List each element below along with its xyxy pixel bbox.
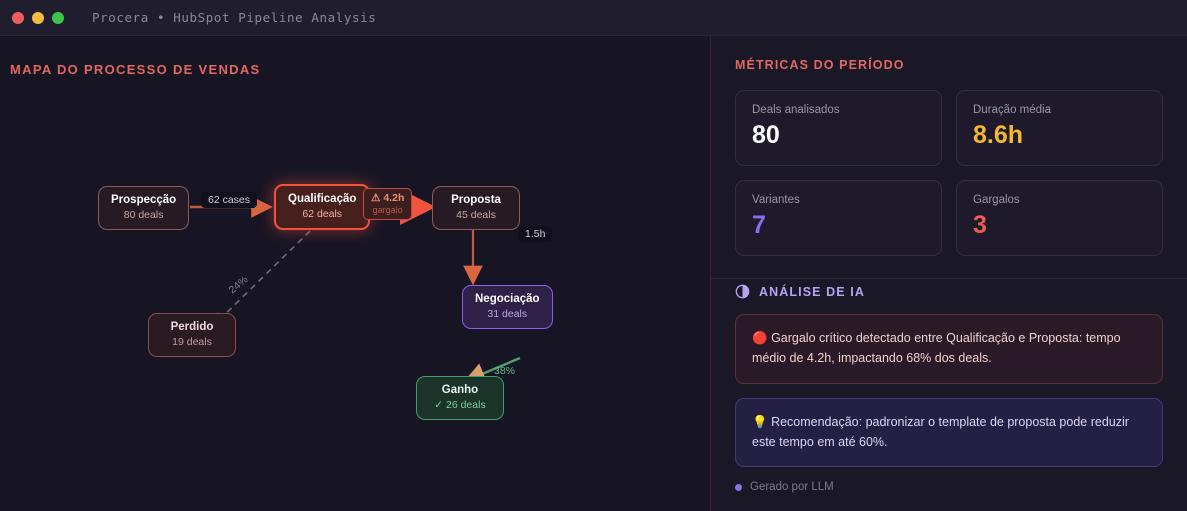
metric-value: 80 [752,121,780,149]
ai-footer: Gerado por LLM [735,481,1163,493]
node-subtitle: 45 deals [456,209,496,221]
metric-card-gargalos[interactable]: Gargalos 3 [956,180,1163,256]
ai-footer-label: Gerado por LLM [750,481,834,493]
app-shell: MAPA DO PROCESSO DE VENDAS [0,36,1187,511]
warning-icon: ⚠ [371,192,381,204]
window-title: Procera • HubSpot Pipeline Analysis [92,10,377,25]
node-subtitle: ✓ 26 deals [434,399,486,411]
node-subtitle: 31 deals [487,308,528,320]
red-dot-icon: 🔴 [752,331,768,345]
status-dot-icon [735,483,742,491]
node-title: Prospecção [111,194,177,206]
process-map-canvas: Prospecção 80 deals Qualificação 62 deal… [0,36,710,511]
process-map-title: MAPA DO PROCESSO DE VENDAS [10,62,261,77]
metric-label: Duração média [973,104,1051,116]
edge-badge-sublabel: gargalo [372,205,403,215]
metrics-title: MÉTRICAS DO PERÍODO [735,58,905,72]
maximize-button[interactable] [52,11,64,24]
lightbulb-icon: 💡 [752,414,768,429]
window-controls [12,11,64,24]
node-qualificacao[interactable]: Qualificação 62 deals [274,184,371,230]
minimize-button[interactable] [32,11,44,24]
edge-label-1-5h: 1.5h [518,226,553,242]
edge-label-62-cases: 62 cases [201,192,258,208]
node-title: Qualificação [288,193,357,205]
ai-header: ANÁLISE DE IA [735,284,1163,299]
node-subtitle: 80 deals [123,209,164,221]
metrics-section: MÉTRICAS DO PERÍODO Deals analisados 80 … [711,36,1187,256]
node-negociacao[interactable]: Negociação 31 deals [462,285,553,329]
metric-label: Deals analisados [752,104,840,116]
edge-badge-gargalo: ⚠ 4.2h gargalo [363,188,413,220]
node-title: Negociação [475,293,540,305]
edge-badge-time: ⚠ 4.2h [371,192,405,204]
node-proposta[interactable]: Proposta 45 deals [432,186,520,230]
ai-title: ANÁLISE DE IA [759,284,865,299]
metric-value: 8.6h [973,121,1024,149]
node-perdido[interactable]: Perdido 19 deals [148,313,236,357]
node-ganho[interactable]: Ganho ✓ 26 deals [416,376,504,420]
ai-insight-tip: 💡 Recomendação: padronizar o template de… [735,397,1163,467]
edge-label-38-percent: 38% [494,365,516,377]
metric-label: Gargalos [973,194,1020,206]
node-subtitle: 62 deals [302,208,343,220]
close-button[interactable] [12,11,24,24]
node-title: Proposta [451,194,501,206]
metric-card-variantes[interactable]: Variantes 7 [735,180,942,256]
metric-value: 3 [973,211,987,239]
section-divider [711,278,1187,279]
ai-insight-warning: 🔴 Gargalo crítico detectado entre Qualif… [735,314,1163,384]
insights-panel: MÉTRICAS DO PERÍODO Deals analisados 80 … [710,36,1187,511]
node-subtitle: 19 deals [172,336,212,348]
half-circle-icon [735,284,750,299]
metrics-grid: Deals analisados 80 Duração média 8.6h V… [735,90,1163,256]
node-prospeccao[interactable]: Prospecção 80 deals [98,186,190,230]
process-map-panel: MAPA DO PROCESSO DE VENDAS [0,36,710,511]
metric-label: Variantes [752,194,800,206]
process-map-edges [190,189,521,384]
ai-insight-text: Recomendação: padronizar o template de p… [752,414,1129,449]
metric-value: 7 [752,211,766,239]
node-title: Perdido [170,321,214,333]
ai-insight-text: Gargalo crítico detectado entre Qualific… [752,331,1121,366]
window-titlebar: Procera • HubSpot Pipeline Analysis [0,0,1187,36]
ai-analysis-section: ANÁLISE DE IA 🔴 Gargalo crítico detectad… [711,284,1187,493]
metric-card-deals-analisados[interactable]: Deals analisados 80 [735,90,942,166]
node-title: Ganho [441,384,479,396]
metric-card-duracao-media[interactable]: Duração média 8.6h [956,90,1163,166]
